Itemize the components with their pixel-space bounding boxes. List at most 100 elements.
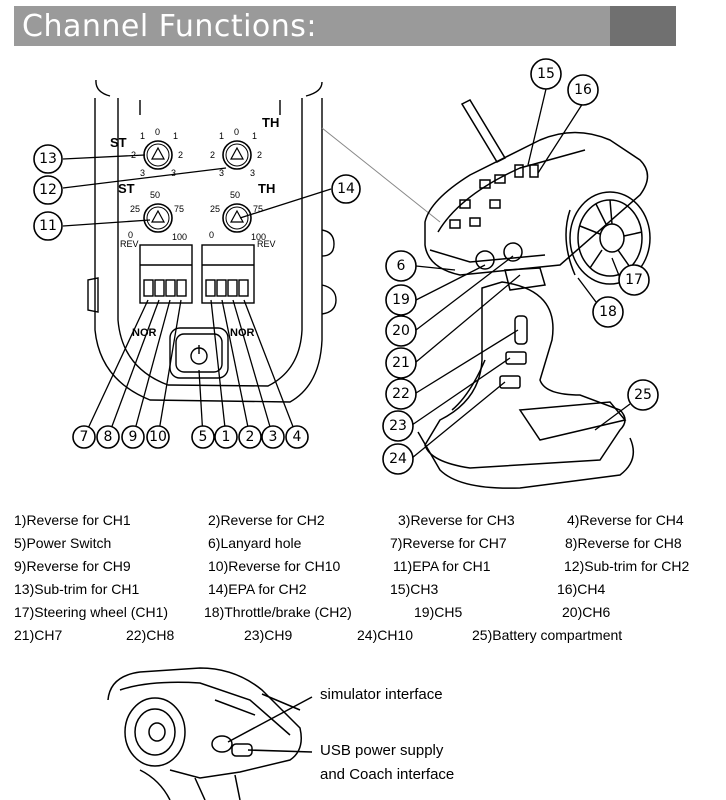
- leader-lines-body: [411, 88, 631, 459]
- usb-interface-label-line2: and Coach interface: [320, 766, 455, 783]
- legend-row: 9)Reverse for CH9 10)Reverse for CH10 11…: [0, 558, 726, 581]
- callout-19: 19: [385, 284, 417, 316]
- svg-text:3: 3: [269, 429, 278, 445]
- interface-leader-lines: [227, 696, 313, 753]
- svg-text:0: 0: [155, 127, 160, 137]
- svg-text:8: 8: [104, 429, 113, 445]
- svg-text:3: 3: [250, 168, 255, 178]
- callout-20: 20: [385, 315, 417, 347]
- legend-row: 17)Steering wheel (CH1) 18)Throttle/brak…: [0, 604, 726, 627]
- svg-text:15: 15: [537, 66, 555, 82]
- legend-item: 2)Reverse for CH2: [208, 512, 325, 528]
- legend-item: 16)CH4: [557, 581, 606, 597]
- nor-label-left: NOR: [132, 327, 157, 339]
- dip-switch-right[interactable]: [201, 244, 255, 304]
- legend-item: 20)CH6: [562, 604, 611, 620]
- svg-text:0: 0: [128, 230, 133, 240]
- legend-item: 17)Steering wheel (CH1): [14, 604, 169, 620]
- control-panel-closeup: [87, 79, 441, 403]
- svg-text:2: 2: [210, 150, 215, 160]
- callout-12: 12: [33, 175, 63, 205]
- svg-text:6: 6: [397, 258, 406, 274]
- legend-item: 18)Throttle/brake (CH2): [204, 604, 352, 620]
- svg-text:25: 25: [130, 204, 140, 214]
- st-label: ST: [110, 135, 127, 150]
- svg-text:20: 20: [392, 323, 410, 339]
- leader-lines-panel: [62, 154, 332, 438]
- sub-trim-knob-th[interactable]: [222, 140, 252, 170]
- legend-item: 24)CH10: [357, 627, 414, 643]
- svg-text:9: 9: [129, 429, 138, 445]
- callout-15: 15: [530, 58, 562, 90]
- svg-text:1: 1: [140, 131, 145, 141]
- callout-17: 17: [618, 264, 650, 296]
- svg-text:1: 1: [219, 131, 224, 141]
- epa-scale-st: 50 25 75 0 100 REV: [120, 190, 187, 249]
- svg-text:21: 21: [392, 355, 410, 371]
- svg-text:3: 3: [140, 168, 145, 178]
- svg-text:0: 0: [209, 230, 214, 240]
- callout-9: 9: [121, 425, 145, 449]
- steering-wheel[interactable]: [565, 191, 651, 285]
- svg-text:7: 7: [80, 429, 89, 445]
- th-label-epa: TH: [258, 181, 275, 196]
- legend-item: 7)Reverse for CH7: [390, 535, 507, 551]
- legend-item: 5)Power Switch: [14, 535, 112, 551]
- svg-text:10: 10: [149, 429, 167, 445]
- svg-text:22: 22: [392, 386, 410, 402]
- legend-row: 21)CH7 22)CH8 23)CH9 24)CH10 25)Battery …: [0, 627, 726, 650]
- transmitter-side-view: [107, 667, 302, 800]
- svg-text:25: 25: [634, 387, 652, 403]
- svg-text:25: 25: [210, 204, 220, 214]
- svg-text:1: 1: [252, 131, 257, 141]
- svg-text:12: 12: [39, 182, 57, 198]
- legend-item: 14)EPA for CH2: [208, 581, 307, 597]
- legend-item: 12)Sub-trim for CH2: [564, 558, 690, 574]
- svg-text:13: 13: [39, 151, 57, 167]
- svg-text:0: 0: [234, 127, 239, 137]
- svg-text:100: 100: [251, 232, 266, 242]
- th-label: TH: [262, 115, 279, 130]
- svg-text:50: 50: [230, 190, 240, 200]
- legend-row: 13)Sub-trim for CH1 14)EPA for CH2 15)CH…: [0, 581, 726, 604]
- simulator-interface-label: simulator interface: [320, 686, 443, 703]
- legend-item: 23)CH9: [244, 627, 293, 643]
- svg-text:19: 19: [392, 292, 410, 308]
- svg-text:4: 4: [293, 429, 302, 445]
- svg-text:24: 24: [389, 451, 407, 467]
- legend-item: 21)CH7: [14, 627, 63, 643]
- callout-6: 6: [385, 250, 417, 282]
- svg-text:REV: REV: [120, 239, 139, 249]
- legend-item: 8)Reverse for CH8: [565, 535, 682, 551]
- callout-3: 3: [261, 425, 285, 449]
- callout-7: 7: [72, 425, 96, 449]
- callout-13: 13: [33, 144, 63, 174]
- sub-trim-knob-st[interactable]: [143, 140, 173, 170]
- svg-text:18: 18: [599, 304, 617, 320]
- svg-text:11: 11: [39, 218, 57, 234]
- callout-16: 16: [567, 74, 599, 106]
- epa-scale-th: 50 25 75 0 100 REV: [209, 190, 276, 249]
- usb-interface-label-line1: USB power supply: [320, 742, 444, 759]
- svg-text:5: 5: [199, 429, 208, 445]
- dip-switch-left[interactable]: [139, 244, 193, 304]
- callout-21: 21: [385, 347, 417, 379]
- transmitter-body: [417, 99, 649, 489]
- callout-25: 25: [627, 379, 659, 411]
- callout-11: 11: [33, 211, 63, 241]
- legend-item: 6)Lanyard hole: [208, 535, 302, 551]
- svg-text:1: 1: [173, 131, 178, 141]
- legend: 1)Reverse for CH1 2)Reverse for CH2 3)Re…: [0, 512, 726, 650]
- svg-text:3: 3: [219, 168, 224, 178]
- header-bar: Channel Functions:: [14, 6, 676, 46]
- epa-knob-st[interactable]: [143, 203, 173, 233]
- legend-item: 25)Battery compartment: [472, 627, 623, 643]
- legend-row: 1)Reverse for CH1 2)Reverse for CH2 3)Re…: [0, 512, 726, 535]
- svg-text:100: 100: [172, 232, 187, 242]
- legend-item: 10)Reverse for CH10: [208, 558, 341, 574]
- legend-row: 5)Power Switch 6)Lanyard hole 7)Reverse …: [0, 535, 726, 558]
- svg-text:23: 23: [389, 418, 407, 434]
- callout-5: 5: [191, 425, 215, 449]
- epa-knob-th[interactable]: [222, 203, 252, 233]
- svg-text:REV: REV: [257, 239, 276, 249]
